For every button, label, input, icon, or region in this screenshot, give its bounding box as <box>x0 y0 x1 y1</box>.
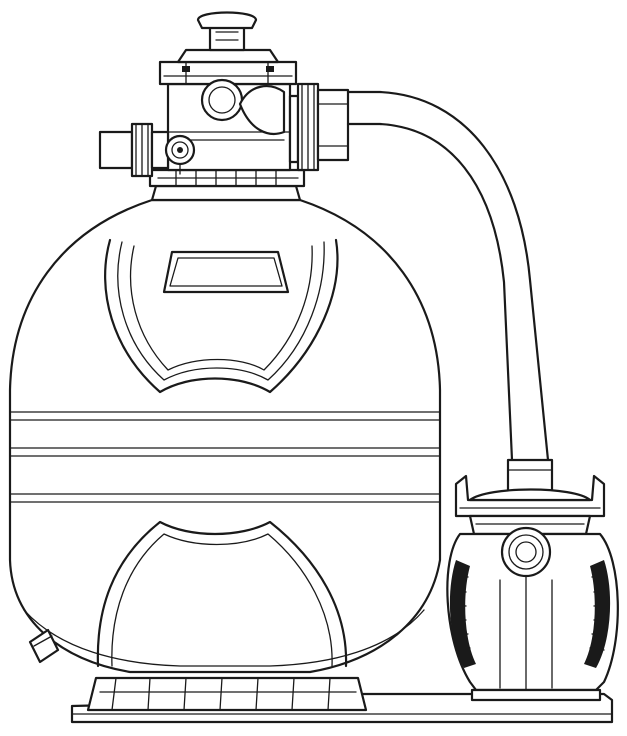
connecting-hose <box>346 90 554 494</box>
pump-motor <box>449 560 611 668</box>
left-outlet-fitting <box>98 122 170 178</box>
pressure-gauge <box>164 134 196 175</box>
drain-plug <box>28 628 60 664</box>
right-inlet-fitting <box>288 82 350 172</box>
multiport-valve <box>158 11 298 172</box>
filter-tank <box>8 198 442 674</box>
valve-collar <box>148 168 306 202</box>
multiport-valve-handle <box>196 11 258 52</box>
pump <box>446 474 619 702</box>
pump-strainer-basket <box>454 474 606 536</box>
